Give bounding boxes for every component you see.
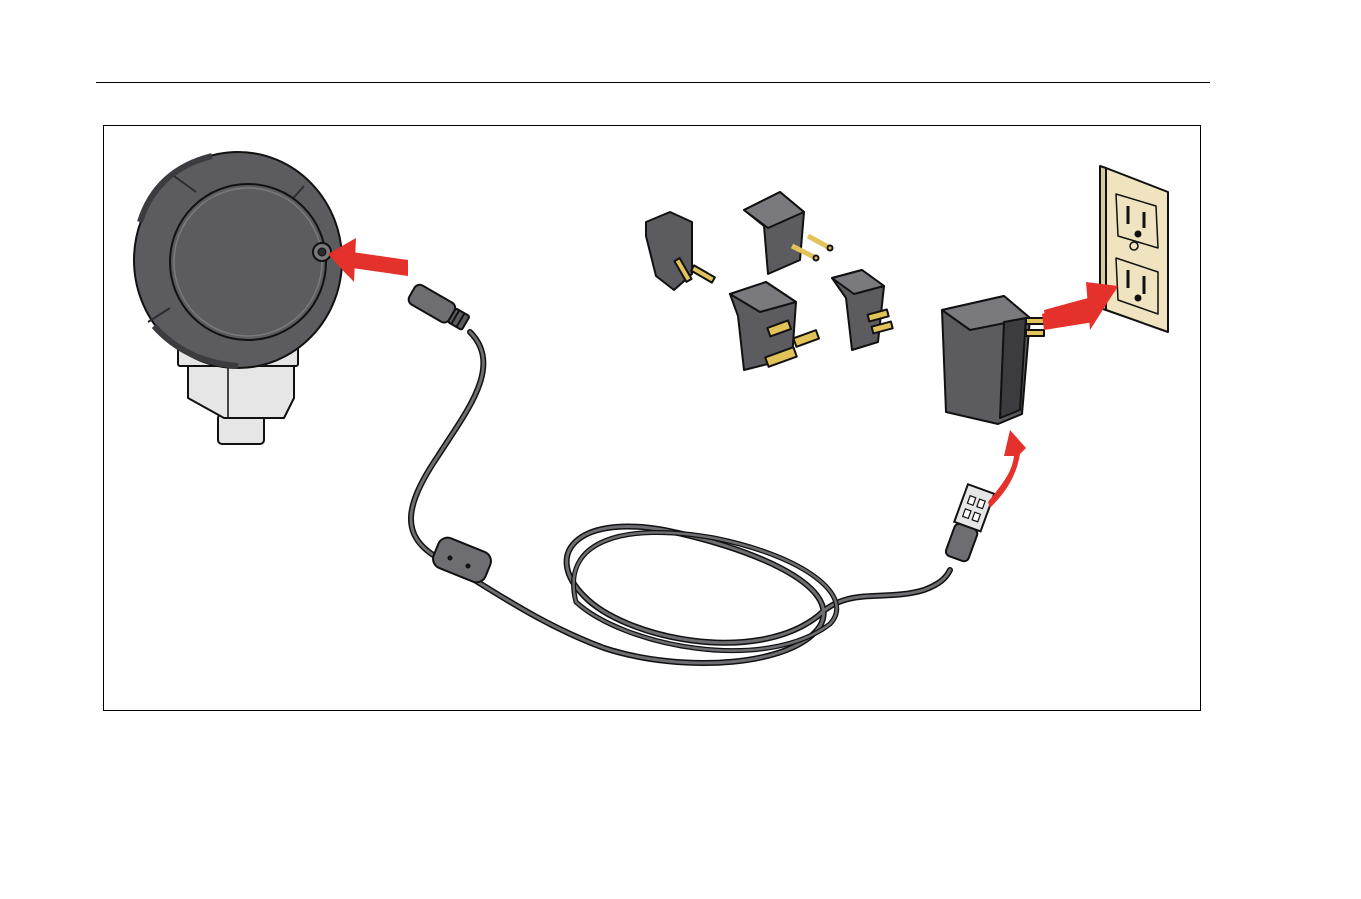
usb-cable [411, 332, 950, 663]
module-face [170, 184, 326, 340]
dc-barrel-plug [406, 283, 471, 333]
usb-into-adapter-arrow [988, 430, 1026, 508]
usb-a-plug [943, 484, 995, 563]
plug-adapter-us [832, 270, 893, 350]
ac-adapter [942, 296, 1044, 424]
fitting-hex [188, 362, 294, 418]
plug-adapter-uk [730, 282, 819, 370]
ferrite-choke [430, 535, 494, 586]
plug-adapter-au [646, 212, 715, 290]
connection-diagram [104, 126, 1201, 711]
pressure-module [134, 152, 342, 444]
wall-outlet [1100, 166, 1168, 332]
plug-adapter-eu [744, 192, 833, 274]
header-rule [96, 82, 1210, 83]
figure-frame [103, 125, 1201, 711]
